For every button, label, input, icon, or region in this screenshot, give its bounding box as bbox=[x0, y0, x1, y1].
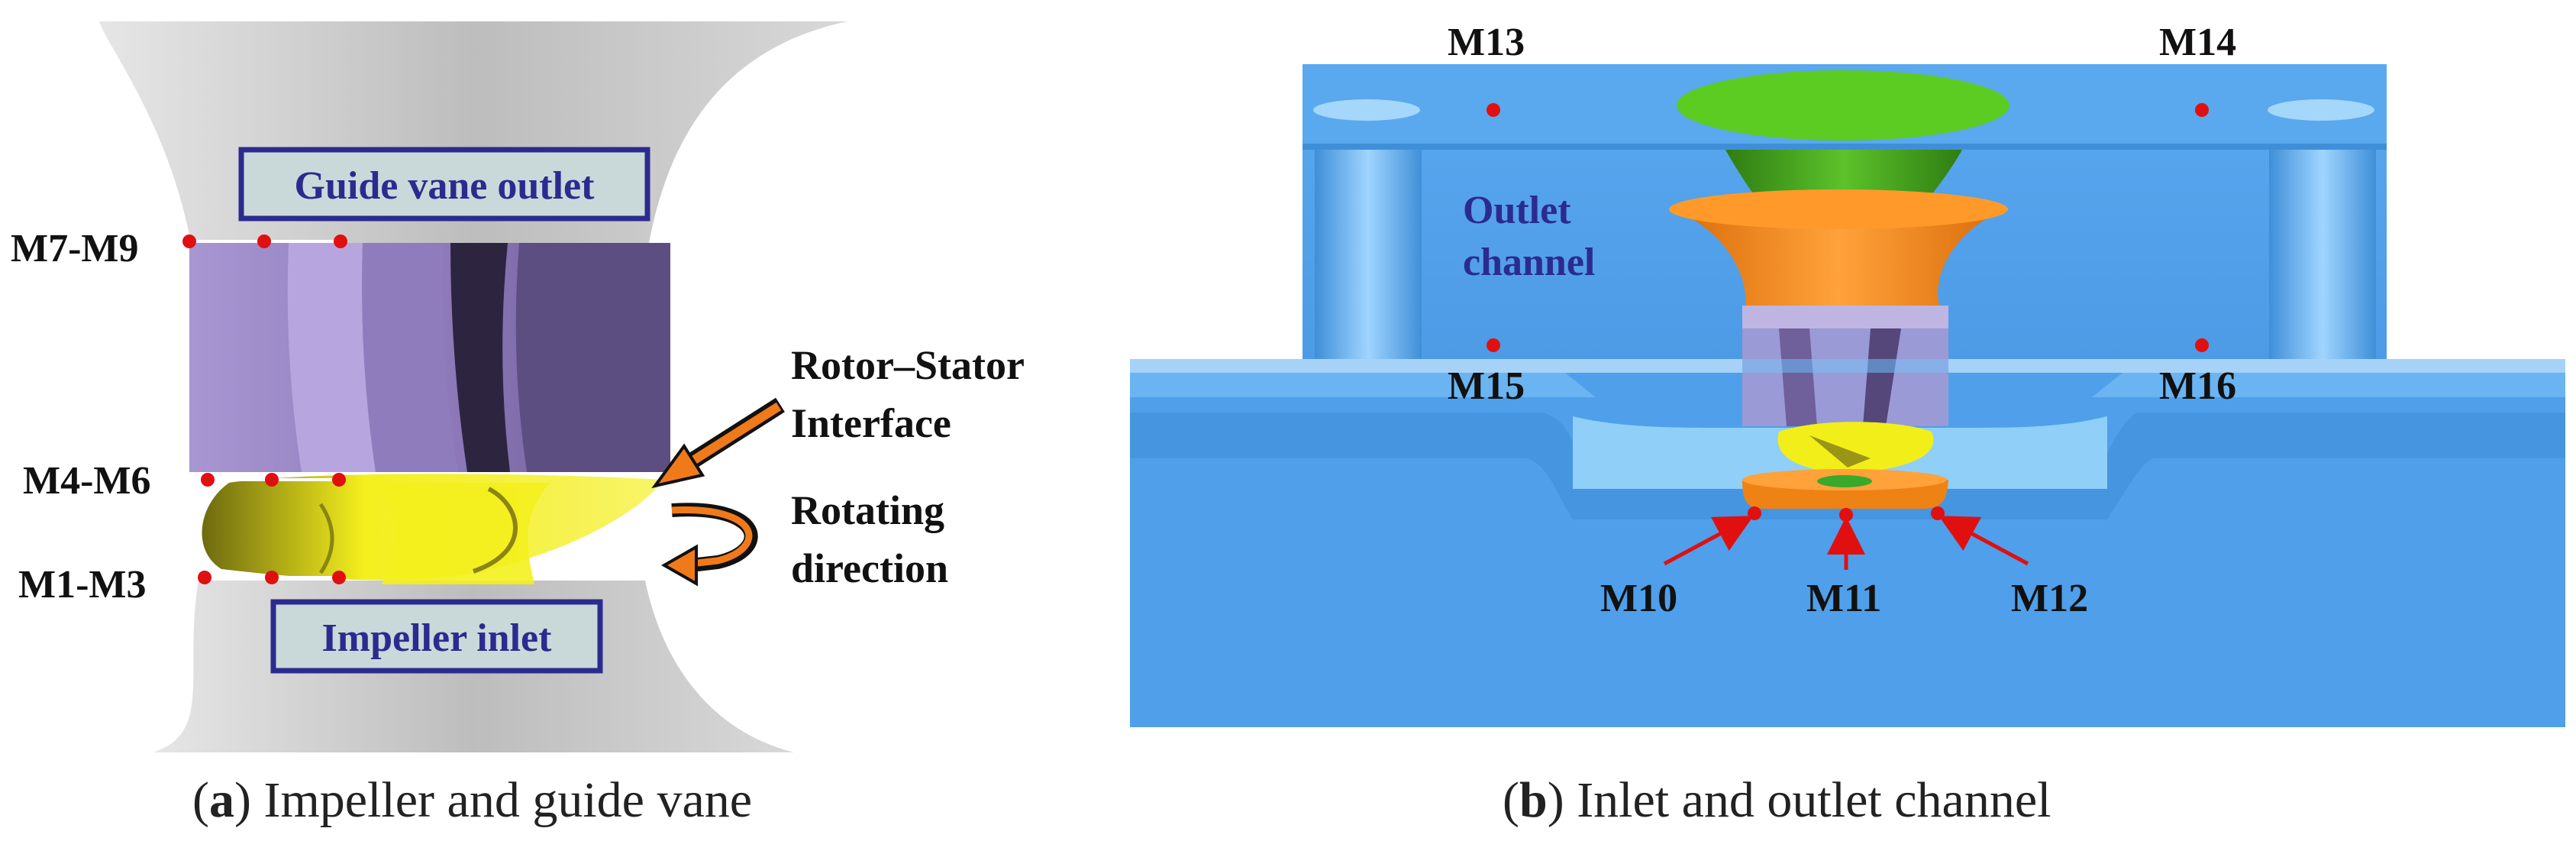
panel-a: Guide vane outlet Impeller inlet M7-M9 M… bbox=[11, 21, 1025, 752]
point-m5 bbox=[265, 473, 279, 487]
point-m7 bbox=[182, 235, 196, 248]
impeller-b bbox=[1777, 422, 1934, 474]
caption-b: (b) Inlet and outlet channel bbox=[1503, 772, 2051, 828]
point-m11 bbox=[1839, 508, 1853, 522]
impeller-body bbox=[202, 474, 664, 584]
rotating-label-line1: Rotating bbox=[791, 487, 944, 533]
point-m11-label: M11 bbox=[1806, 577, 1881, 620]
impeller-inlet-label: Impeller inlet bbox=[322, 616, 553, 660]
outlet-channel-label-line1: Outlet bbox=[1463, 189, 1571, 232]
points-m7-m9-label: M7-M9 bbox=[11, 227, 138, 270]
point-m15-label: M15 bbox=[1448, 364, 1525, 408]
point-m3 bbox=[332, 571, 346, 584]
guide-vane-outlet-label: Guide vane outlet bbox=[295, 164, 596, 208]
rotating-direction-arrow bbox=[660, 503, 758, 587]
point-m9 bbox=[334, 235, 347, 248]
guide-vane-body bbox=[189, 243, 670, 472]
point-m12 bbox=[1931, 506, 1945, 520]
point-m13 bbox=[1487, 103, 1500, 117]
point-m10-label: M10 bbox=[1600, 577, 1677, 620]
caption-a: (a) Impeller and guide vane bbox=[192, 772, 753, 828]
points-m1-m3-label: M1-M3 bbox=[18, 563, 146, 607]
right-pillar bbox=[2269, 150, 2376, 359]
interface-label-line2: Interface bbox=[791, 400, 951, 446]
point-m6 bbox=[332, 473, 346, 487]
point-m15 bbox=[1487, 338, 1500, 352]
point-m8 bbox=[257, 235, 271, 248]
point-m16 bbox=[2195, 338, 2209, 352]
impeller-inlet-box bbox=[270, 599, 603, 674]
left-pillar bbox=[1315, 150, 1422, 359]
point-m13-label: M13 bbox=[1448, 21, 1525, 64]
point-m2 bbox=[265, 571, 279, 584]
point-m16-label: M16 bbox=[2159, 364, 2236, 408]
guide-vane-outlet-box bbox=[238, 147, 650, 222]
panel-b: Outlet channel M13 M14 M15 M16 M10 M11 M… bbox=[1130, 21, 2565, 727]
point-m4 bbox=[201, 473, 215, 487]
monitoring-points-a bbox=[182, 235, 347, 584]
point-m1 bbox=[198, 571, 211, 584]
outlet-channel-label-line2: channel bbox=[1463, 241, 1595, 284]
point-m10 bbox=[1748, 506, 1761, 520]
point-m12-label: M12 bbox=[2011, 577, 2088, 620]
point-m14 bbox=[2195, 103, 2209, 117]
point-pointer-arrows bbox=[1663, 516, 2029, 570]
outlet-cone-top bbox=[1677, 70, 2009, 141]
rotating-label-line2: direction bbox=[791, 545, 948, 591]
point-m14-label: M14 bbox=[2159, 21, 2236, 64]
points-m4-m6-label: M4-M6 bbox=[23, 459, 150, 503]
interface-label-line1: Rotor–Stator bbox=[791, 342, 1025, 388]
